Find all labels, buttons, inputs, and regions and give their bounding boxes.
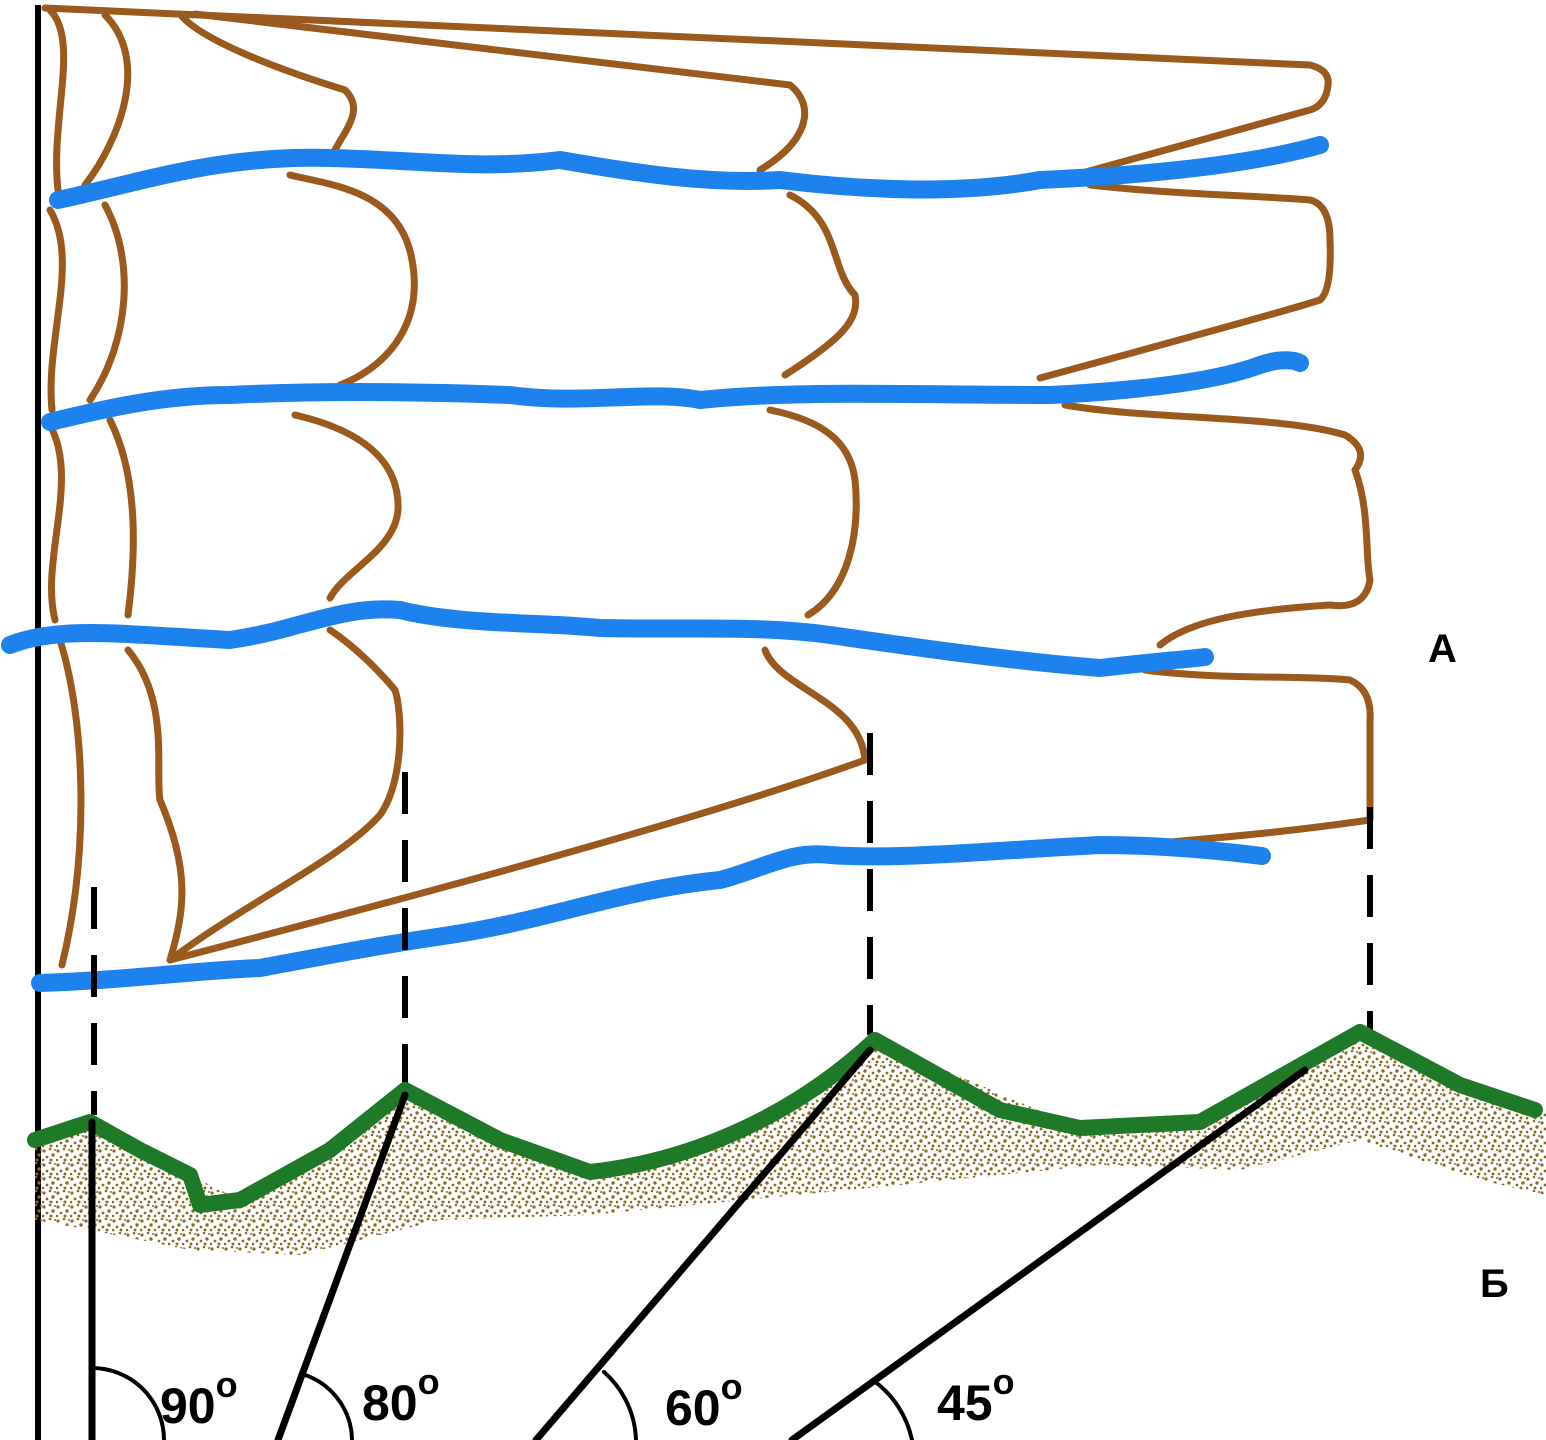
contour-line xyxy=(46,206,66,414)
contour-line xyxy=(1061,401,1374,649)
watercourse-line xyxy=(1,600,1214,677)
angle-arc-45 xyxy=(872,1379,914,1440)
contour-line xyxy=(41,4,1332,179)
label-panel-b: Б xyxy=(1480,1262,1509,1306)
slope-line-80 xyxy=(274,1091,409,1440)
slope-line-45 xyxy=(788,1066,1309,1440)
contour-line xyxy=(106,416,137,619)
contour-line xyxy=(56,636,85,969)
watercourses xyxy=(1,136,1329,992)
contour-line xyxy=(1036,181,1334,382)
slope-line-60 xyxy=(532,1046,874,1440)
degree-sign: o xyxy=(721,1366,743,1407)
angle-value: 80 xyxy=(362,1375,418,1431)
angle-arc-60 xyxy=(602,1370,638,1440)
angle-label-45: 45o xyxy=(937,1361,1015,1431)
contour-lines xyxy=(41,4,1374,969)
degree-sign: o xyxy=(216,1364,238,1405)
contour-line xyxy=(124,626,404,964)
angle-label-90: 90o xyxy=(160,1364,238,1434)
contour-line xyxy=(1141,666,1374,846)
angle-label-80: 80o xyxy=(362,1361,440,1431)
slope-angle-lines xyxy=(88,1046,1309,1440)
contour-line xyxy=(766,406,860,619)
contour-line xyxy=(46,6,68,194)
contour-line xyxy=(81,11,132,189)
contour-line xyxy=(191,10,809,174)
angle-labels: 90o 80o 60o 45o xyxy=(160,1361,1015,1436)
projection-guides xyxy=(91,733,1373,1115)
angle-value: 60 xyxy=(665,1380,721,1436)
panel-a-contour-map xyxy=(1,4,1374,1440)
contour-line xyxy=(291,411,402,602)
angle-value: 90 xyxy=(160,1378,216,1434)
degree-sign: o xyxy=(993,1361,1015,1402)
contour-line xyxy=(286,171,418,389)
watercourse-line xyxy=(49,136,1329,209)
contour-line xyxy=(46,421,65,624)
watercourse-line xyxy=(31,836,1271,992)
label-panel-a: А xyxy=(1428,627,1457,671)
angle-arc-80 xyxy=(300,1372,354,1440)
watercourse-line xyxy=(41,351,1309,431)
ground-surface-line xyxy=(27,1024,1543,1213)
degree-sign: o xyxy=(418,1361,440,1402)
angle-value: 45 xyxy=(937,1375,993,1431)
contour-line xyxy=(176,10,358,154)
angle-arc-90 xyxy=(90,1366,166,1440)
contour-line xyxy=(166,646,869,964)
angle-label-60: 60o xyxy=(665,1366,743,1436)
contour-line xyxy=(781,191,860,379)
contour-line xyxy=(86,201,128,404)
